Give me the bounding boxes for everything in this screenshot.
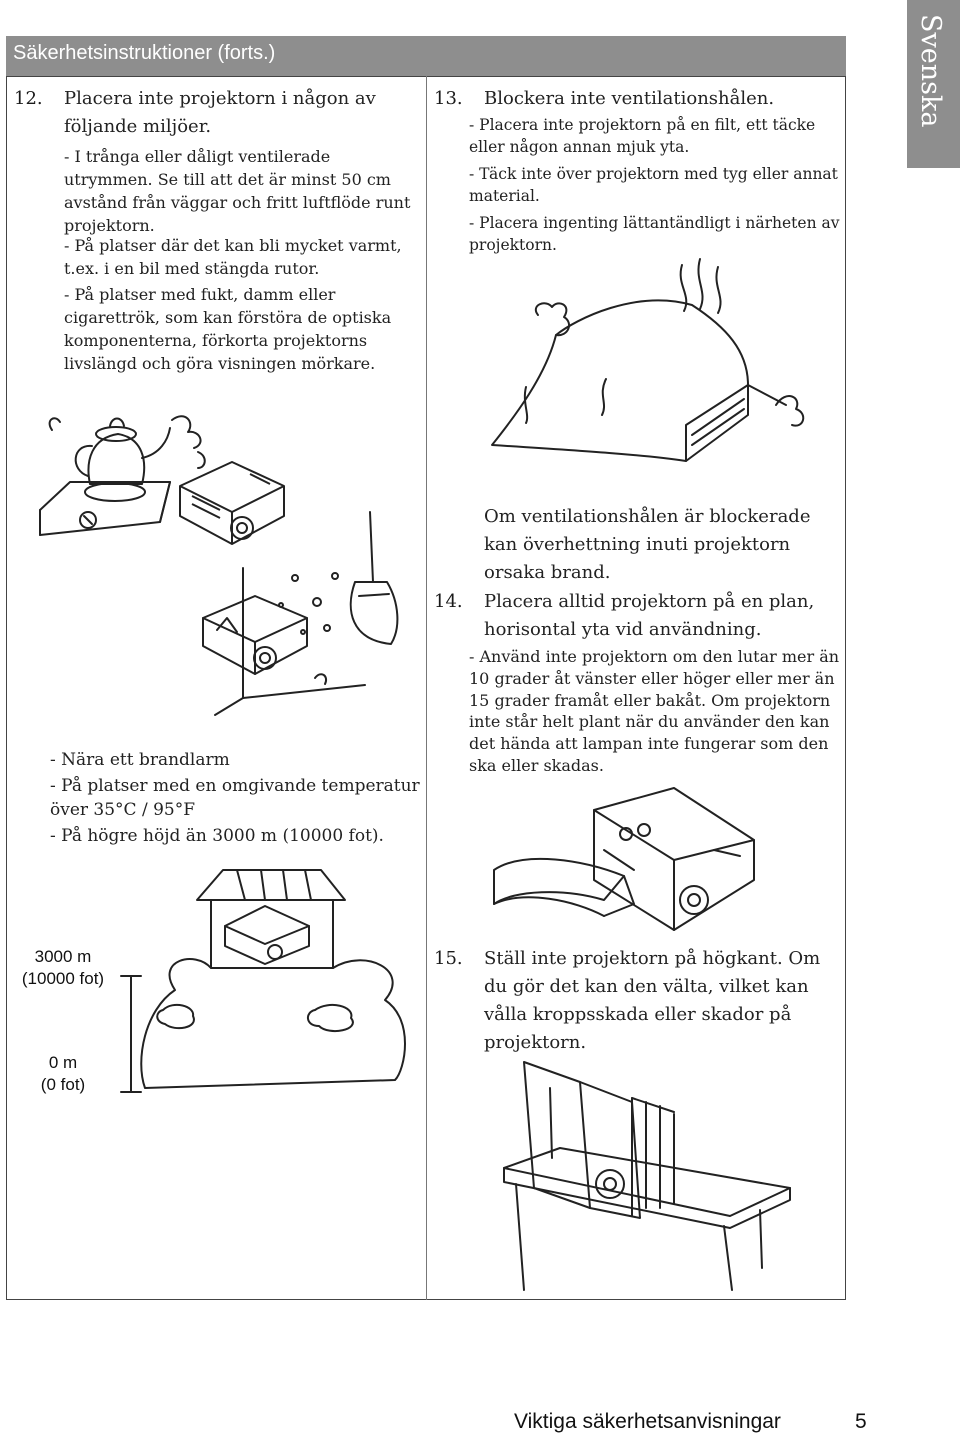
bullet-text: - Använd inte projektorn om den lutar me… [469,647,840,775]
dusty-corner-illustration [195,510,405,720]
item-title: Placera inte projektorn i någon av följa… [64,88,376,137]
item-number: 14. [434,591,463,612]
upright-projector-illustration [500,1058,830,1293]
bullet-text: - På platser med fukt, damm eller cigare… [64,285,392,373]
language-tab: Svenska [907,0,960,168]
section-title: Säkerhetsinstruktioner (forts.) [13,42,276,64]
altitude-bottom-label: 0 m (0 fot) [40,1053,86,1094]
column-divider [426,76,427,1300]
projector-illustration [172,458,292,553]
item-title: Ställ inte projektorn på högkant. Om du … [484,948,821,1053]
bullet-text: - Placera inte projektorn på en filt, et… [469,116,816,156]
bullet-text: - Nära ett brandlarm [50,750,230,770]
altitude-top-label: 3000 m (10000 fot) [21,947,105,988]
item-number: 15. [434,948,463,969]
footer-title: Viktiga säkerhetsanvisningar [514,1410,781,1433]
language-label: Svenska [915,14,946,128]
warning-note: Om ventilationshålen är blockerade kan ö… [484,506,811,583]
projector-under-blanket-illustration [486,255,816,470]
tilted-projector-illustration [484,780,784,940]
item-title: Placera alltid projektorn på en plan, ho… [484,591,815,640]
bullet-text: - På platser där det kan bli mycket varm… [64,236,402,278]
section-header: Säkerhetsinstruktioner (forts.) [6,36,846,76]
page-number: 5 [855,1410,867,1433]
bullet-text: - På högre höjd än 3000 m (10000 fot). [50,826,384,846]
mountain-house-illustration [115,860,415,1095]
bullet-text: - Placera ingenting lättantändligt i när… [469,214,840,254]
bullet-text: - Täck inte över projektorn med tyg elle… [469,165,838,205]
bullet-text: - I trånga eller dåligt ventilerade utry… [64,147,411,235]
bullet-text: - På platser med en omgivande temperatur… [50,776,420,820]
item-number: 12. [14,88,43,109]
item-title: Blockera inte ventilationshålen. [484,88,775,109]
stove-kettle-illustration [30,410,300,555]
item-number: 13. [434,88,463,109]
